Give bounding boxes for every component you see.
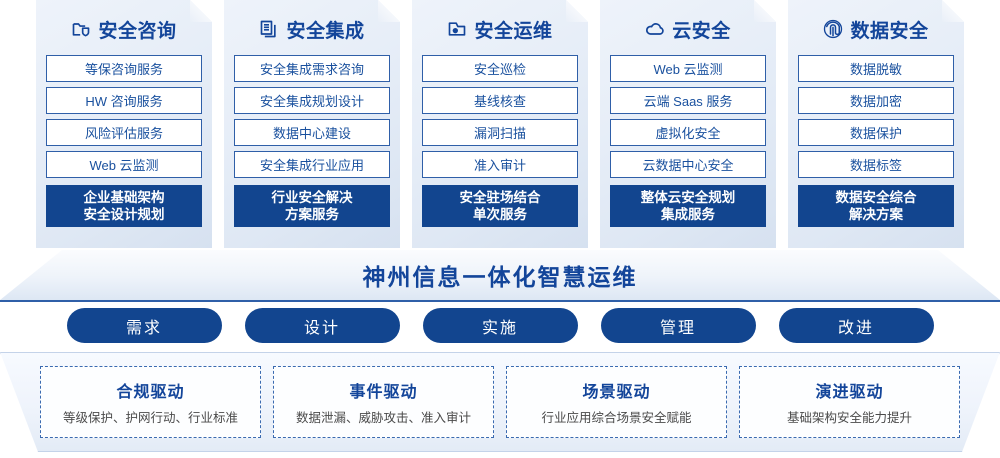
driver-compliance[interactable]: 合规驱动 等级保护、护网行动、行业标准 [40, 366, 261, 438]
pill-improvement[interactable]: 改进 [778, 308, 934, 343]
summary-line-2: 集成服务 [661, 207, 715, 222]
banner-shape [0, 250, 1000, 300]
service-item[interactable]: Web 云监测 [46, 151, 202, 178]
pillar-columns: 安全咨询 等保咨询服务 HW 咨询服务 风险评估服务 Web 云监测 企业基础架… [0, 0, 1000, 252]
pill-implementation[interactable]: 实施 [422, 308, 578, 343]
summary-line-1: 安全驻场结合 [459, 189, 541, 205]
column-summary-card[interactable]: 企业基础架构 安全设计规划 [46, 185, 202, 227]
summary-line-1: 数据安全综合 [835, 189, 917, 205]
driver-subtitle: 等级保护、护网行动、行业标准 [62, 411, 238, 425]
column-title: 安全咨询 [98, 20, 177, 42]
column-summary-card[interactable]: 行业安全解决 方案服务 [234, 185, 390, 227]
service-item[interactable]: 漏洞扫描 [422, 119, 578, 146]
service-item[interactable]: 虚拟化安全 [610, 119, 766, 146]
driver-title: 合规驱动 [116, 384, 185, 401]
service-item[interactable]: 安全集成需求咨询 [234, 55, 390, 82]
service-item[interactable]: 数据保护 [798, 119, 954, 146]
service-item[interactable]: 安全集成行业应用 [234, 151, 390, 178]
summary-line-1: 企业基础架构 [83, 189, 165, 205]
column-title: 数据安全 [850, 20, 929, 42]
column-summary-card[interactable]: 数据安全综合 解决方案 [798, 185, 954, 227]
summary-line-1: 行业安全解决 [271, 189, 353, 205]
column-title: 安全集成 [286, 20, 365, 42]
pillar-column-data-security[interactable]: 数据安全 数据脱敏 数据加密 数据保护 数据标签 数据安全综合 解决方案 [788, 0, 964, 248]
pill-design[interactable]: 设计 [244, 308, 400, 343]
column-summary-card[interactable]: 整体云安全规划 集成服务 [610, 185, 766, 227]
summary-line-2: 解决方案 [849, 207, 903, 222]
banner-title: 神州信息一体化智慧运维 [362, 264, 638, 290]
column-summary-card[interactable]: 安全驻场结合 单次服务 [422, 185, 578, 227]
pillar-column-security-integration[interactable]: 安全集成 安全集成需求咨询 安全集成规划设计 数据中心建设 安全集成行业应用 行… [224, 0, 400, 248]
fingerprint-icon [823, 19, 843, 39]
pill-requirement[interactable]: 需求 [66, 308, 222, 343]
service-item[interactable]: 准入审计 [422, 151, 578, 178]
driver-incident[interactable]: 事件驱动 数据泄漏、威胁攻击、准入审计 [273, 366, 494, 438]
service-item[interactable]: 数据中心建设 [234, 119, 390, 146]
driver-scenario[interactable]: 场景驱动 行业应用综合场景安全赋能 [506, 366, 727, 438]
column-header: 安全集成 [259, 8, 364, 50]
driver-evolution[interactable]: 演进驱动 基础架构安全能力提升 [739, 366, 960, 438]
service-item[interactable]: 等保咨询服务 [46, 55, 202, 82]
service-item[interactable]: 数据加密 [798, 87, 954, 114]
driver-title: 演进驱动 [815, 384, 884, 401]
driver-subtitle: 基础架构安全能力提升 [786, 411, 912, 425]
service-item[interactable]: 安全巡检 [422, 55, 578, 82]
platform-banner: 神州信息一体化智慧运维 [0, 250, 1000, 302]
driver-title: 事件驱动 [349, 384, 418, 401]
service-item[interactable]: 数据标签 [798, 151, 954, 178]
service-item[interactable]: HW 咨询服务 [46, 87, 202, 114]
documents-copy-icon [259, 19, 279, 39]
banner-underline [0, 300, 1000, 302]
summary-line-1: 整体云安全规划 [640, 189, 736, 205]
column-header: 安全咨询 [71, 8, 176, 50]
service-item[interactable]: Web 云监测 [610, 55, 766, 82]
column-header: 安全运维 [447, 8, 552, 50]
lifecycle-pills: 需求 设计 实施 管理 改进 [0, 308, 1000, 348]
service-item[interactable]: 云数据中心安全 [610, 151, 766, 178]
driver-subtitle: 数据泄漏、威胁攻击、准入审计 [295, 411, 471, 425]
pillar-column-security-operations[interactable]: 安全运维 安全巡检 基线核查 漏洞扫描 准入审计 安全驻场结合 单次服务 [412, 0, 588, 248]
column-header: 数据安全 [823, 8, 928, 50]
driver-title: 场景驱动 [582, 384, 651, 401]
drivers-list: 合规驱动 等级保护、护网行动、行业标准 事件驱动 数据泄漏、威胁攻击、准入审计 … [0, 352, 1000, 452]
summary-line-2: 方案服务 [285, 207, 339, 222]
pie-chart-frame-icon [447, 19, 467, 39]
pillar-column-security-consulting[interactable]: 安全咨询 等保咨询服务 HW 咨询服务 风险评估服务 Web 云监测 企业基础架… [36, 0, 212, 248]
service-item[interactable]: 基线核查 [422, 87, 578, 114]
column-title: 云安全 [672, 20, 731, 42]
column-title: 安全运维 [474, 20, 553, 42]
summary-line-2: 安全设计规划 [83, 207, 165, 222]
column-header: 云安全 [645, 8, 731, 50]
folder-shield-icon [71, 19, 91, 39]
service-item[interactable]: 安全集成规划设计 [234, 87, 390, 114]
service-item[interactable]: 云端 Saas 服务 [610, 87, 766, 114]
pill-management[interactable]: 管理 [600, 308, 756, 343]
service-item[interactable]: 风险评估服务 [46, 119, 202, 146]
pillar-column-cloud-security[interactable]: 云安全 Web 云监测 云端 Saas 服务 虚拟化安全 云数据中心安全 整体云… [600, 0, 776, 248]
driver-subtitle: 行业应用综合场景安全赋能 [541, 411, 692, 425]
service-item[interactable]: 数据脱敏 [798, 55, 954, 82]
drivers-section: 合规驱动 等级保护、护网行动、行业标准 事件驱动 数据泄漏、威胁攻击、准入审计 … [0, 352, 1000, 454]
summary-line-2: 单次服务 [473, 207, 527, 222]
cloud-icon [645, 19, 665, 39]
